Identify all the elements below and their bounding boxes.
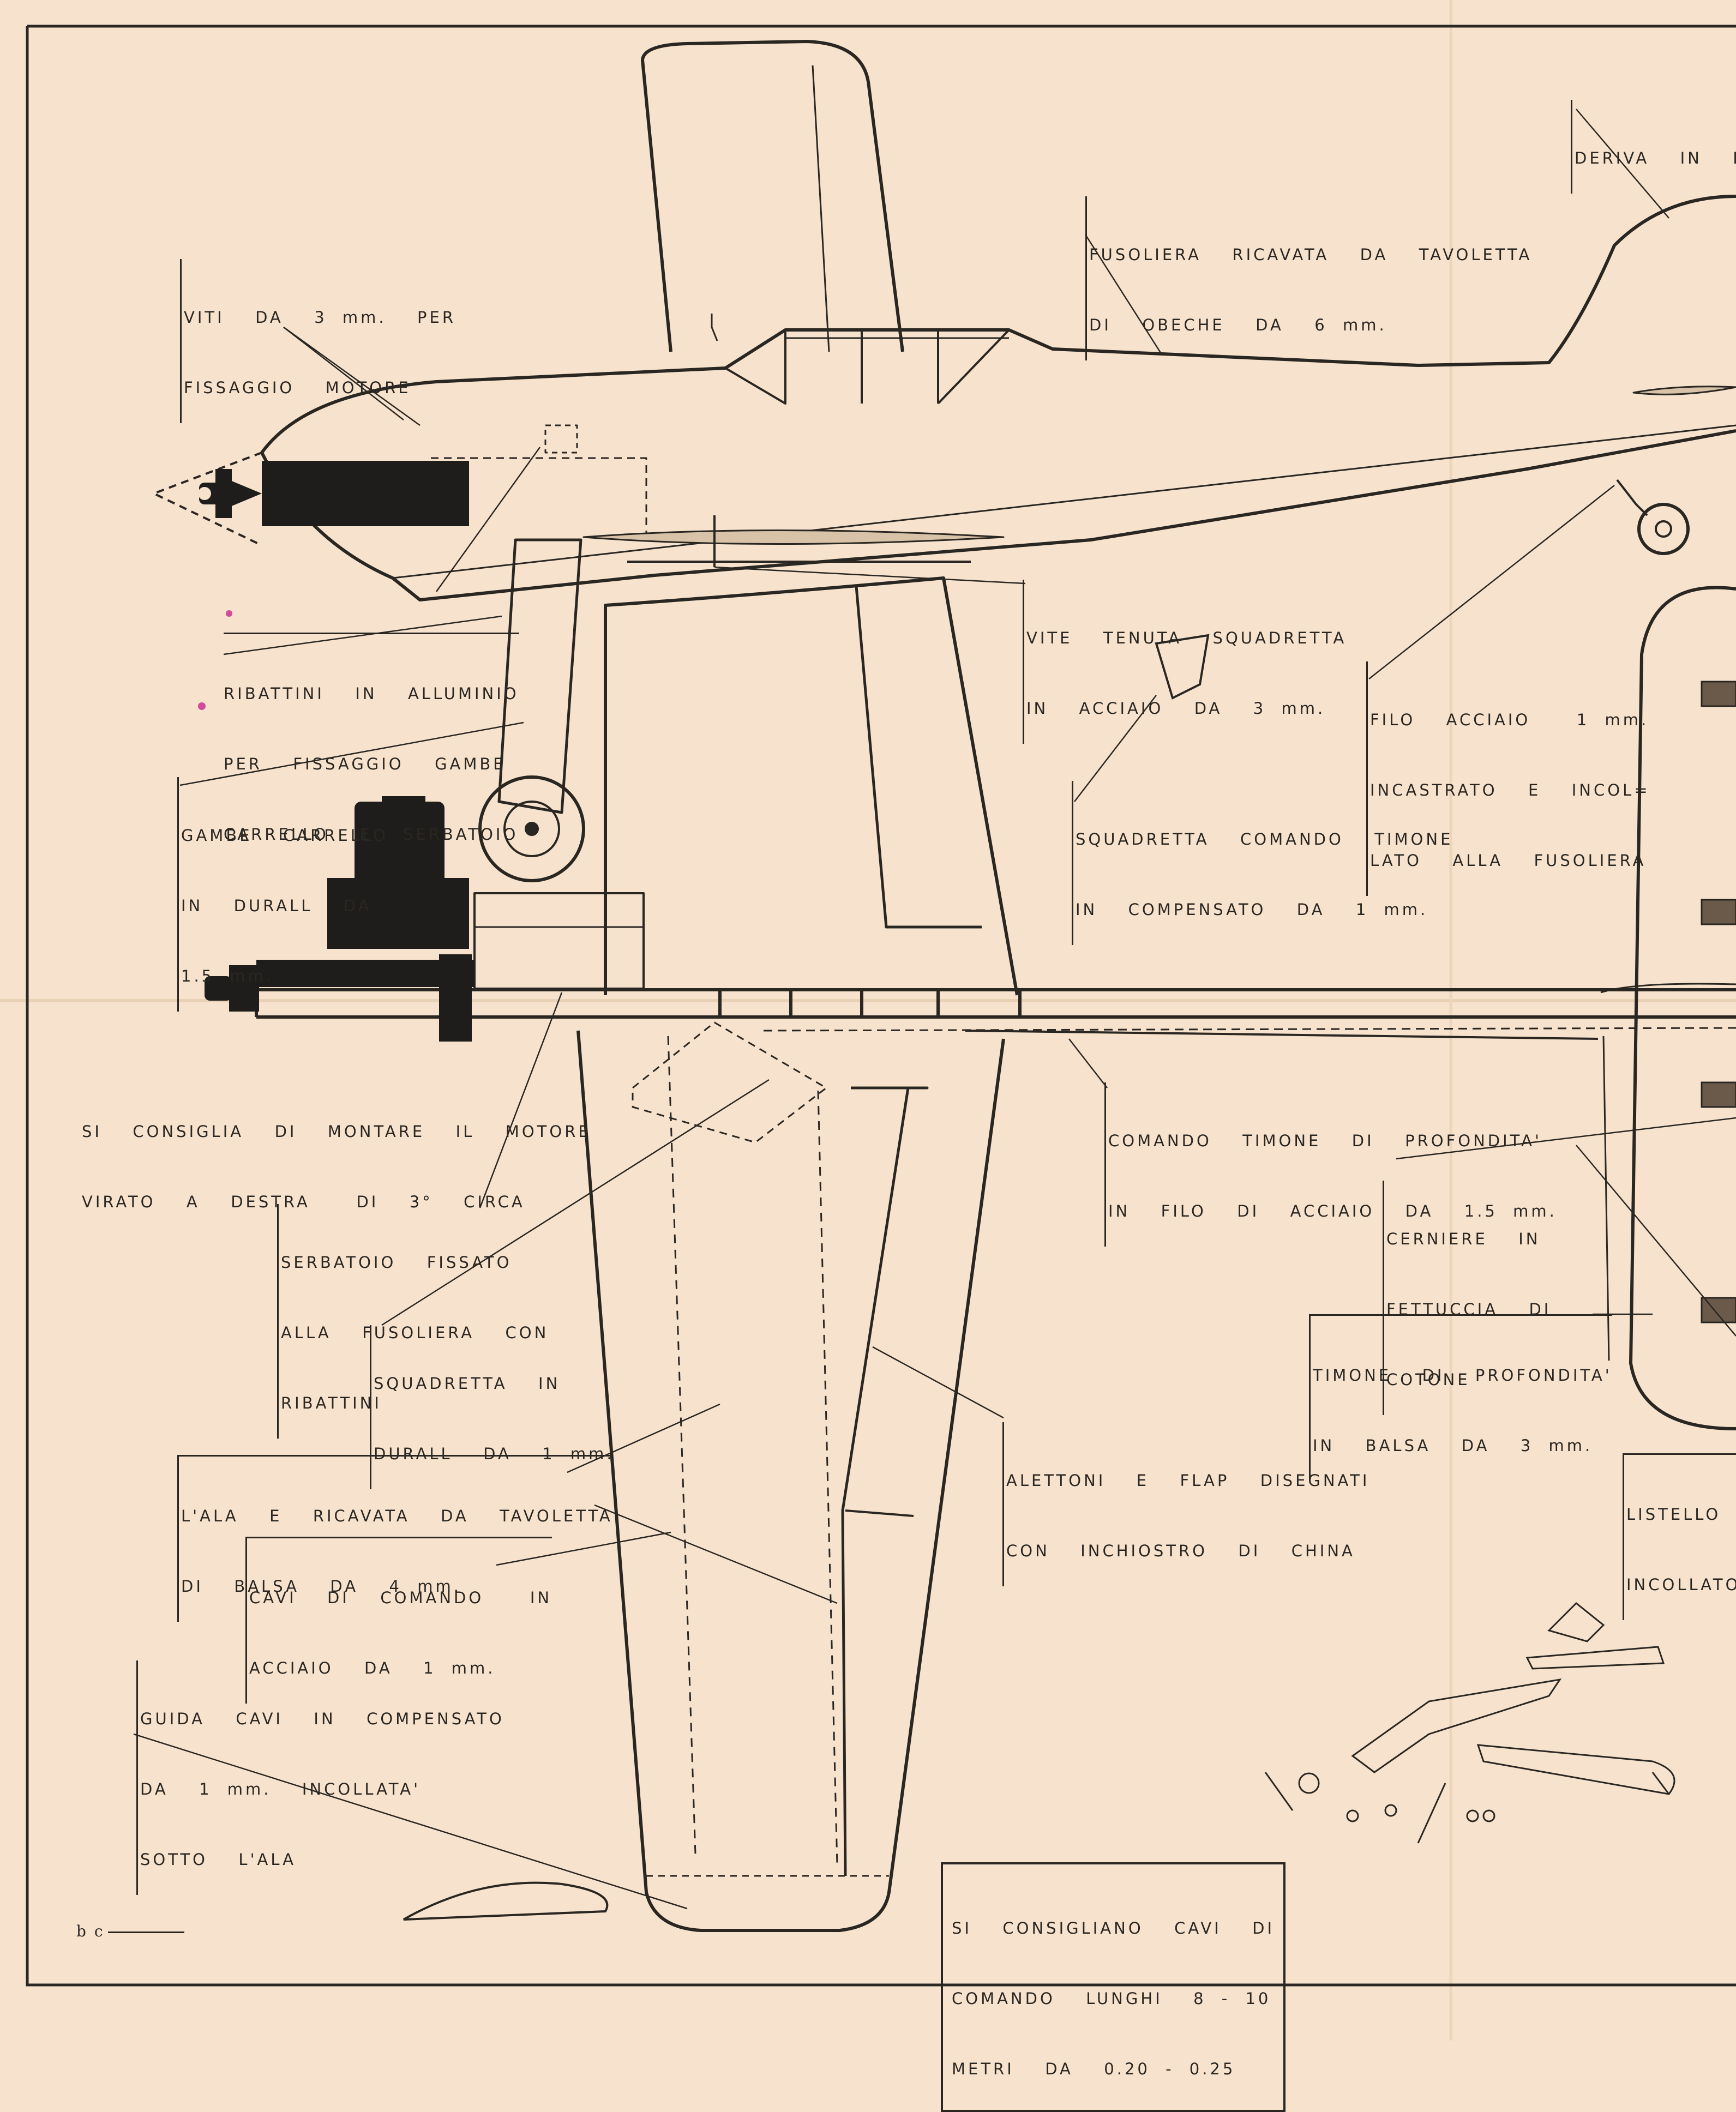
leader-lines (133, 109, 1736, 1910)
exploded-view (1264, 1602, 1675, 1844)
engine-side (198, 461, 469, 526)
label-serbatoio: SERBATOIO FISSATO ALLA FUSOLIERA CON RIB… (277, 1204, 549, 1439)
label-gambe-carrello: GAMBE CARRELLO IN DURALL DA 1.5 mm. (177, 777, 388, 1012)
label-fusoliera: FUSOLIERA RICAVATA DA TAVOLETTA DI OBECH… (1085, 196, 1532, 360)
model-plan-drawing (0, 0, 1736, 2041)
cable-guide-part (403, 1881, 609, 1921)
label-listello: LISTELLO INCOLLATO (1623, 1453, 1736, 1620)
engine-top (205, 796, 474, 1042)
label-timone-profondita: TIMONE DI PROFONDITA' IN BALSA DA 3 mm. (1309, 1314, 1612, 1481)
label-filo-acciaio: FILO ACCIAIO 1 mm. INCASTRATO E INCOL= L… (1366, 661, 1650, 896)
label-squadretta-timone: SQUADRETTA COMANDO TIMONE IN COMPENSATO … (1072, 781, 1453, 945)
label-alettoni: ALETTONI E FLAP DISEGNATI CON INCHIOSTRO… (1002, 1422, 1369, 1586)
label-squadretta-durall: SQUADRETTA IN DURALL DA 1 mm. (370, 1325, 615, 1489)
label-ala: L'ALA E RICAVATA DA TAVOLETTA DI BALSA D… (177, 1455, 613, 1622)
label-ribattini: RIBATTINI IN ALLUMINIO PER FISSAGGIO GAM… (224, 633, 519, 870)
label-guida-cavi: GUIDA CAVI IN COMPENSATO DA 1 mm. INCOLL… (136, 1660, 504, 1895)
label-cavi-comando: CAVI DI COMANDO IN ACCIAIO DA 1 mm. (245, 1537, 552, 1704)
label-viti-motore: VITI DA 3 mm. PER FISSAGGIO MOTORE (180, 259, 456, 423)
label-vite-tenuta: VITE TENUTA SQUADRETTA IN ACCIAIO DA 3 m… (1023, 580, 1347, 744)
label-deriva: DERIVA IN BA (1571, 100, 1736, 194)
stain-marks (198, 610, 232, 710)
drafter-signature: b c (76, 1922, 184, 1940)
bellcrank-part (1155, 634, 1210, 700)
note-box-cavi: SI CONSIGLIANO CAVI DI COMANDO LUNGHI 8 … (941, 1862, 1286, 2112)
label-motore-virato: SI CONSIGLIA DI MONTARE IL MOTORE VIRATO… (82, 1122, 591, 1211)
top-view (255, 576, 1736, 1932)
label-comando-timone: COMANDO TIMONE DI PROFONDITA' IN FILO DI… (1104, 1082, 1557, 1247)
sheet-border (26, 25, 1736, 1987)
